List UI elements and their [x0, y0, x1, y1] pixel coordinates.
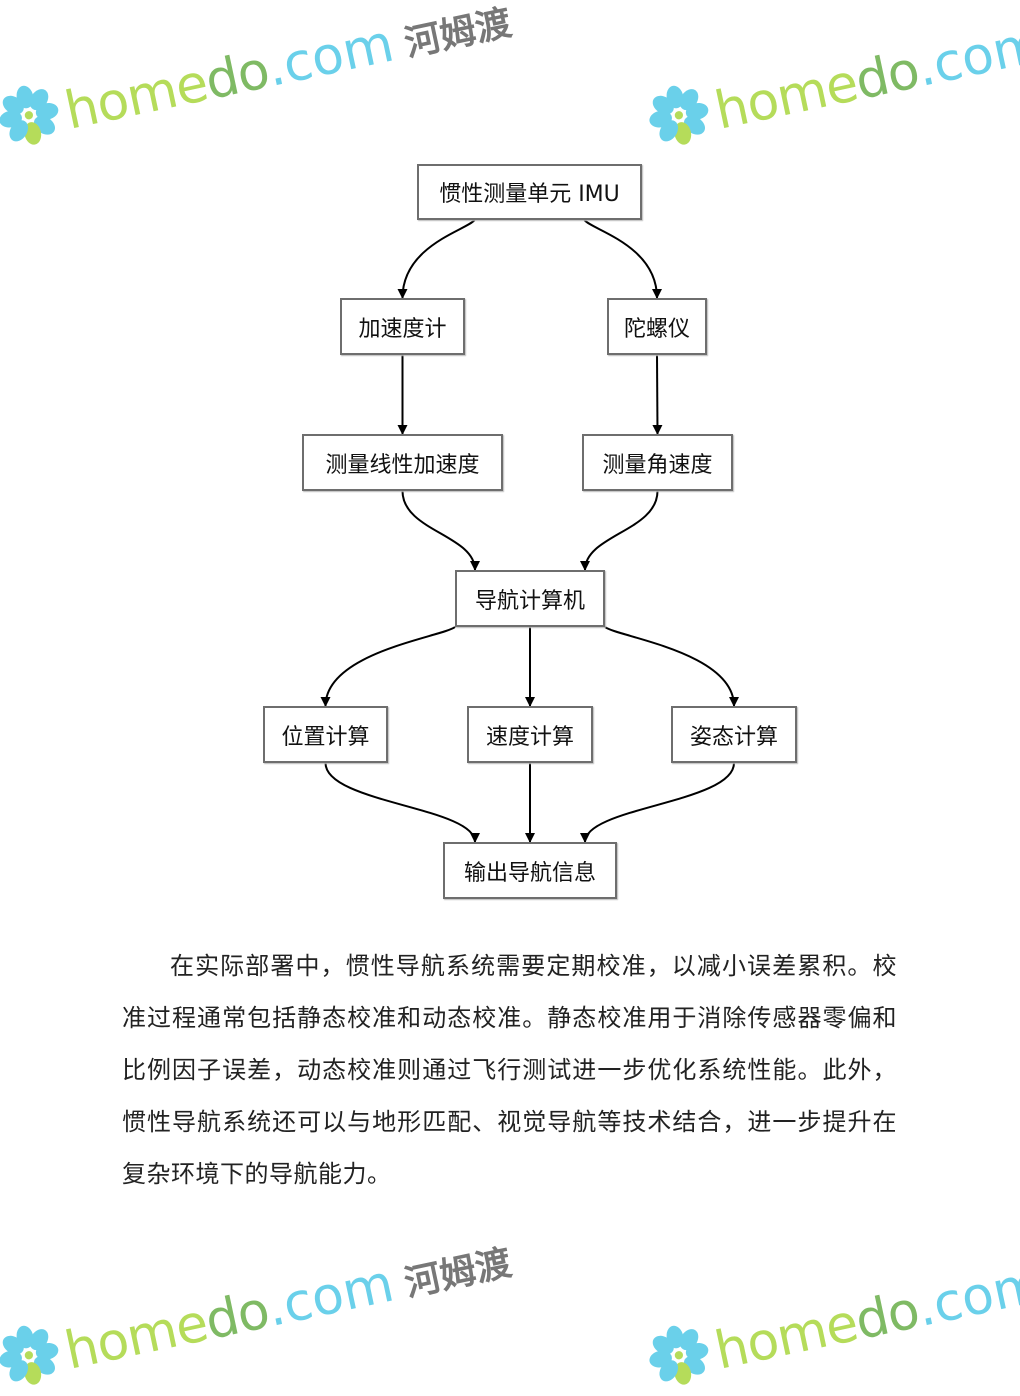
node-ang: 测量角速度 — [582, 434, 733, 491]
node-label: 测量线性加速度 — [325, 452, 480, 478]
watermark-com: .com — [911, 1253, 1020, 1339]
body-paragraph: 在实际部署中，惯性导航系统需要定期校准，以减小误差累积。校准过程通常包括静态校准… — [122, 952, 897, 1188]
watermark-home: homedo — [709, 1280, 925, 1382]
node-label: 测量角速度 — [602, 452, 713, 478]
node-out: 输出导航信息 — [443, 842, 617, 899]
node-label: 加速度计 — [358, 316, 447, 342]
edge-nav-pos — [320, 626, 456, 707]
node-label: 输出导航信息 — [463, 860, 596, 886]
node-imu: 惯性测量单元 IMU — [417, 164, 642, 220]
edge-nav-att — [604, 626, 739, 707]
edge-lin-nav — [401, 490, 480, 571]
edge-imu-gyro — [583, 219, 662, 299]
edge-imu-acc — [397, 219, 476, 299]
node-label: 姿态计算 — [689, 724, 778, 750]
node-pos: 位置计算 — [263, 706, 388, 763]
node-nav: 导航计算机 — [455, 570, 605, 627]
watermark-home: homedo — [59, 1280, 275, 1382]
edge-att-out — [580, 762, 735, 843]
flowchart: 惯性测量单元 IMU 加速度计 陀螺仪测量线性加速度 测量角速度导航计算机位置计算 速度… — [263, 164, 797, 899]
node-vel: 速度计算 — [467, 706, 593, 763]
node-label: 陀螺仪 — [623, 316, 690, 342]
edge-pos-out — [324, 762, 480, 843]
watermark-cn: 河姆渡 — [401, 1242, 516, 1305]
flower-logo-icon — [0, 1325, 59, 1385]
node-att: 姿态计算 — [671, 706, 797, 763]
node-acc: 加速度计 — [340, 298, 465, 355]
edge-ang-nav — [580, 490, 659, 571]
flowchart-edges — [320, 219, 739, 843]
node-label: 位置计算 — [281, 724, 370, 750]
node-label: 导航计算机 — [474, 588, 585, 614]
watermark-com: .com — [261, 1253, 399, 1339]
edge-gyro-ang — [652, 354, 663, 435]
node-lin: 测量线性加速度 — [302, 434, 503, 491]
node-label: 惯性测量单元 IMU — [439, 182, 620, 207]
node-label: 速度计算 — [485, 724, 574, 750]
node-gyro: 陀螺仪 — [607, 298, 707, 355]
flower-logo-icon — [649, 1325, 709, 1385]
